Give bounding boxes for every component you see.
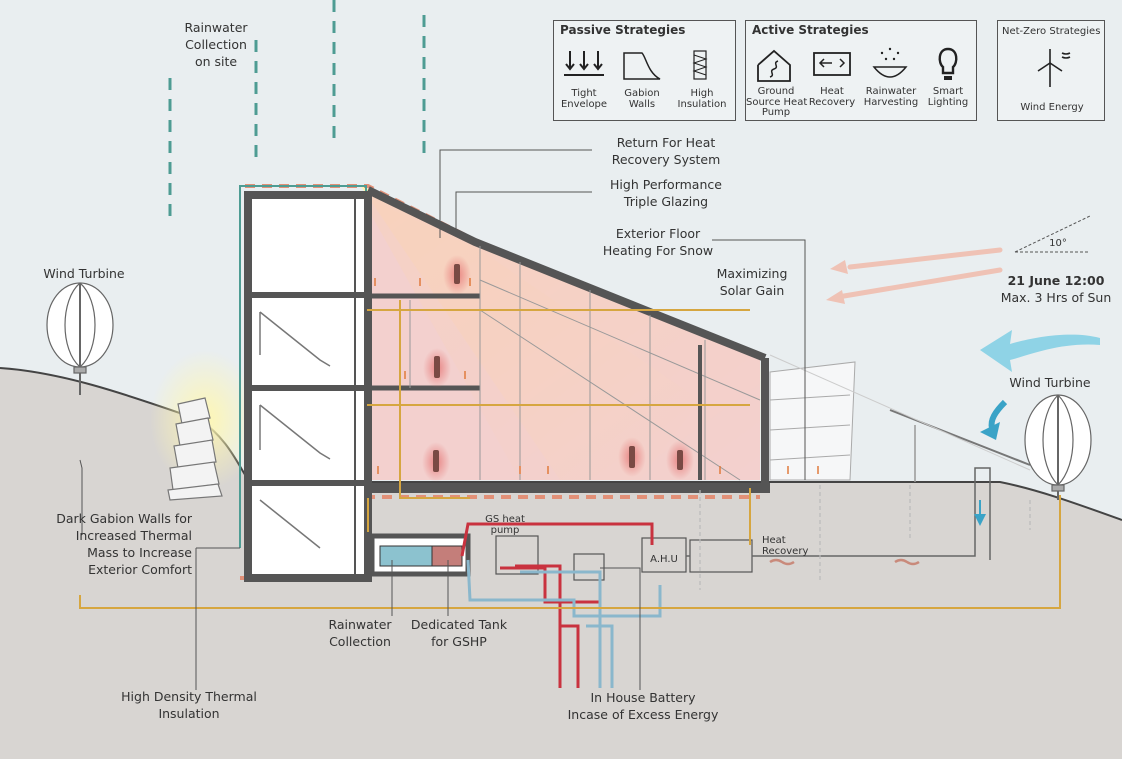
gshp-tank [431,545,463,567]
occupant-figures [433,264,683,472]
legend-net-zero-strategies: Net-Zero Strategies Wind Energy [997,20,1105,121]
gabion-walls-icon [623,52,661,80]
legend-netzero-title: Net-Zero Strategies [1002,26,1101,37]
legend-caption: Heat Recovery [808,86,856,108]
label-gshp-tank: Dedicated Tank for GSHP [410,617,508,649]
legend-caption: Tight Envelope [560,88,608,110]
rainwater-harvesting-icon [872,47,908,78]
foundations [699,485,1031,590]
ahu-unit [641,537,687,573]
label-gabion-walls: Dark Gabion Walls for Increased Thermal … [56,511,192,577]
legend-caption: Gabion Walls [624,88,660,110]
return-ducts [686,467,991,560]
legend-caption: Rainwater Harvesting [863,86,919,108]
sloped-roof [366,186,767,362]
label-solar-gain: Maximizing Solar Gain [716,266,788,298]
label-floor-heating: Exterior Floor Heating For Snow [602,226,714,258]
legend-caption: High Insulation [677,88,727,110]
wind-arrow [980,330,1100,372]
rainwater-tank [379,545,433,567]
solar-heat-arrows [835,247,1003,300]
label-ahu: A.H.U [650,554,678,565]
wind-swirl-arrow [988,399,1008,429]
wind-turbine-left [46,282,114,395]
label-triple-glazing: High Performance Triple Glazing [610,177,722,209]
sun-ray [769,354,1031,471]
label-rainwater-collection-site: Rainwater Collection on site [184,20,248,69]
legend-caption: Wind Energy [1020,102,1084,113]
label-sun-date: 21 June 12:00 [1007,273,1105,288]
floor-heating-markers [374,278,819,474]
supply-pipes-yellow [79,300,1061,609]
legend-passive-title: Passive Strategies [560,23,686,37]
gs-heat-pump-unit [495,535,539,575]
label-battery: In House Battery Incase of Excess Energy [567,690,719,722]
solar-panel [889,409,1031,466]
high-insulation-icon [692,50,708,80]
stairs [259,311,331,549]
legend-passive-strategies: Passive Strategies Tight Envelope Gabion… [553,20,736,121]
rain-dashes [168,0,426,220]
ground-source-heat-pump-icon [757,49,791,82]
ground-terrain [0,368,1122,759]
label-gs-heat-pump: GS heat pump [485,514,525,536]
wind-turbine-icon [1037,49,1071,87]
label-wind-turbine-right: Wind Turbine [1009,375,1091,390]
legend-caption: Smart Lighting [927,86,969,108]
smart-lighting-icon [938,47,958,80]
floor-slabs [248,292,368,486]
leader-lines [79,149,806,690]
label-thermal-insulation: High Density Thermal Insulation [121,689,257,721]
adjacent-building [769,361,856,481]
label-sun-angle: 10° [1049,238,1067,249]
heat-recovery-icon [813,52,851,76]
wind-turbine-right [1024,394,1092,500]
legend-caption: Ground Source Heat Pump [746,86,808,118]
legend-active-title: Active Strategies [752,23,869,37]
label-sun-hours: Max. 3 Hrs of Sun [1000,290,1112,305]
label-wind-turbine-left: Wind Turbine [43,266,125,281]
tight-envelope-icon [564,51,604,76]
label-return-heat-recovery: Return For Heat Recovery System [611,135,721,167]
battery-unit [573,553,605,581]
label-heat-recovery: Heat Recovery [762,535,809,557]
gabion-walls [167,397,223,501]
return-arrows [769,558,920,566]
legend-active-strategies: Active Strategies Ground Source Heat Pum… [745,20,977,121]
label-rainwater-collection: Rainwater Collection [328,617,392,649]
